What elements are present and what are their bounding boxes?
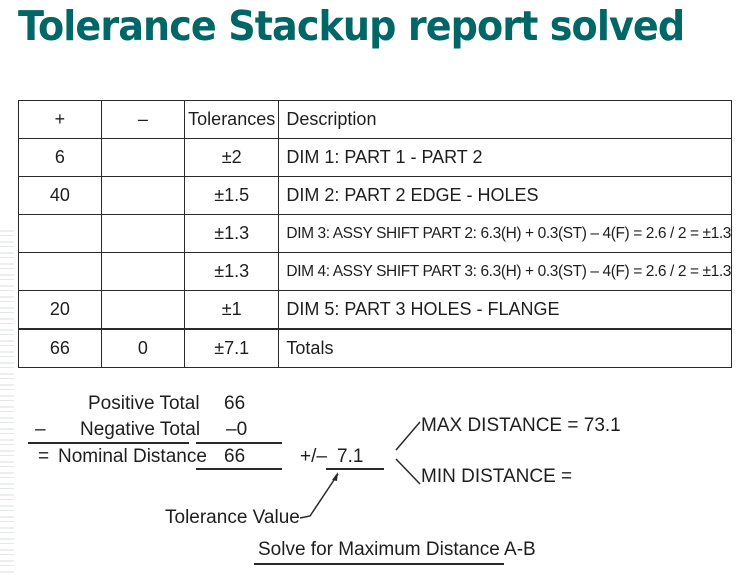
solve-caption: Solve for Maximum Distance A-B (258, 539, 536, 560)
table-row: ±1.3 DIM 4: ASSY SHIFT PART 3: 6.3(H) + … (18, 252, 732, 291)
table-row: 20 ±1 DIM 5: PART 3 HOLES - FLANGE (18, 290, 732, 330)
cell-minus (100, 138, 185, 177)
cell-plus: 6 (18, 138, 102, 177)
max-branch-line (395, 421, 421, 451)
total-minus: 0 (100, 328, 185, 368)
header-tolerances: Tolerances (183, 100, 280, 139)
nominal-distance-label: Nominal Distance (58, 446, 207, 467)
plus-minus-sign: +/– (300, 446, 327, 467)
totals-row: 66 0 ±7.1 Totals (18, 328, 732, 368)
leader-line (299, 473, 339, 519)
cell-description: DIM 4: ASSY SHIFT PART 3: 6.3(H) + 0.3(S… (278, 252, 732, 291)
cell-minus (100, 290, 185, 330)
cell-tolerance: ±1 (183, 290, 280, 330)
solve-caption-underline (254, 563, 504, 565)
subtraction-rule (28, 442, 189, 444)
equals-sign: = (38, 446, 50, 467)
tolerance-underline (326, 468, 384, 470)
total-plus: 66 (18, 328, 102, 368)
min-distance: MIN DISTANCE = (421, 466, 573, 487)
positive-total-value: 66 (224, 393, 246, 414)
cell-description: DIM 1: PART 1 - PART 2 (278, 138, 732, 177)
cell-description: DIM 3: ASSY SHIFT PART 2: 6.3(H) + 0.3(S… (278, 214, 732, 253)
cell-tolerance: ±2 (183, 138, 280, 177)
negative-total-value: –0 (226, 419, 248, 440)
min-branch-line (395, 458, 421, 485)
cell-tolerance: ±1.5 (183, 176, 280, 215)
negative-total-label: Negative Total (80, 419, 201, 440)
cell-description: DIM 5: PART 3 HOLES - FLANGE (278, 290, 732, 330)
nominal-distance-value: 66 (224, 446, 246, 467)
page-title: Tolerance Stackup report solved (18, 2, 685, 50)
arrowhead-icon (332, 472, 338, 481)
minus-sign: – (35, 419, 46, 440)
max-distance: MAX DISTANCE = 73.1 (421, 415, 621, 436)
stackup-table: + – Tolerances Description 6 ±2 DIM 1: P… (18, 100, 732, 368)
tolerance-value: 7.1 (337, 446, 364, 467)
table-header-row: + – Tolerances Description (18, 100, 732, 139)
header-description: Description (278, 100, 732, 139)
tolerance-value-label: Tolerance Value (165, 507, 300, 528)
nominal-underline (196, 468, 282, 470)
subtraction-rule-value (196, 442, 282, 444)
positive-total-label: Positive Total (88, 393, 200, 414)
total-description: Totals (278, 328, 732, 368)
total-tolerance: ±7.1 (183, 328, 280, 368)
scan-noise (0, 230, 14, 575)
cell-tolerance: ±1.3 (183, 252, 280, 291)
cell-plus (18, 252, 102, 291)
cell-tolerance: ±1.3 (183, 214, 280, 253)
cell-plus: 20 (18, 290, 102, 330)
table-row: 6 ±2 DIM 1: PART 1 - PART 2 (18, 138, 732, 177)
